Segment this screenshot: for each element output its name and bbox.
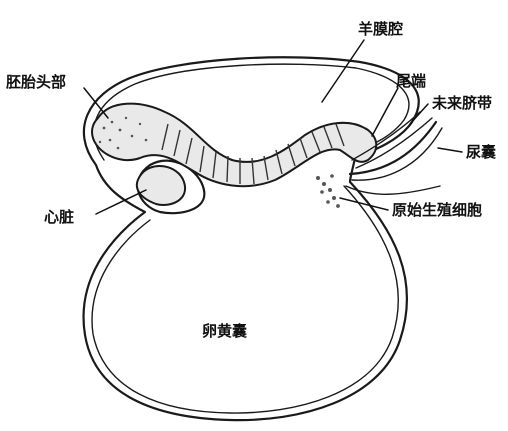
label-allantois: 尿囊 bbox=[466, 143, 497, 161]
leader-amniotic-cavity bbox=[322, 40, 364, 102]
label-umbilical-cord: 未来脐带 bbox=[431, 94, 492, 112]
yolk-sac-inner-line bbox=[92, 186, 398, 413]
label-yolk-sac: 卵黄囊 bbox=[202, 322, 248, 340]
leader-heart bbox=[96, 190, 146, 214]
leader-allantois bbox=[438, 148, 462, 152]
heart-shape bbox=[137, 166, 185, 205]
leader-germ-cells bbox=[340, 198, 388, 210]
label-germ-cells: 原始生殖细胞 bbox=[392, 201, 482, 219]
leader-tail-end bbox=[372, 88, 398, 136]
label-embryo-head: 胚胎头部 bbox=[6, 73, 66, 91]
label-heart: 心脏 bbox=[44, 208, 74, 226]
label-amniotic-cavity: 羊膜腔 bbox=[358, 20, 403, 38]
germ-cells bbox=[316, 174, 340, 208]
embryo-body bbox=[92, 104, 376, 187]
label-tail-end: 尾端 bbox=[396, 72, 426, 90]
